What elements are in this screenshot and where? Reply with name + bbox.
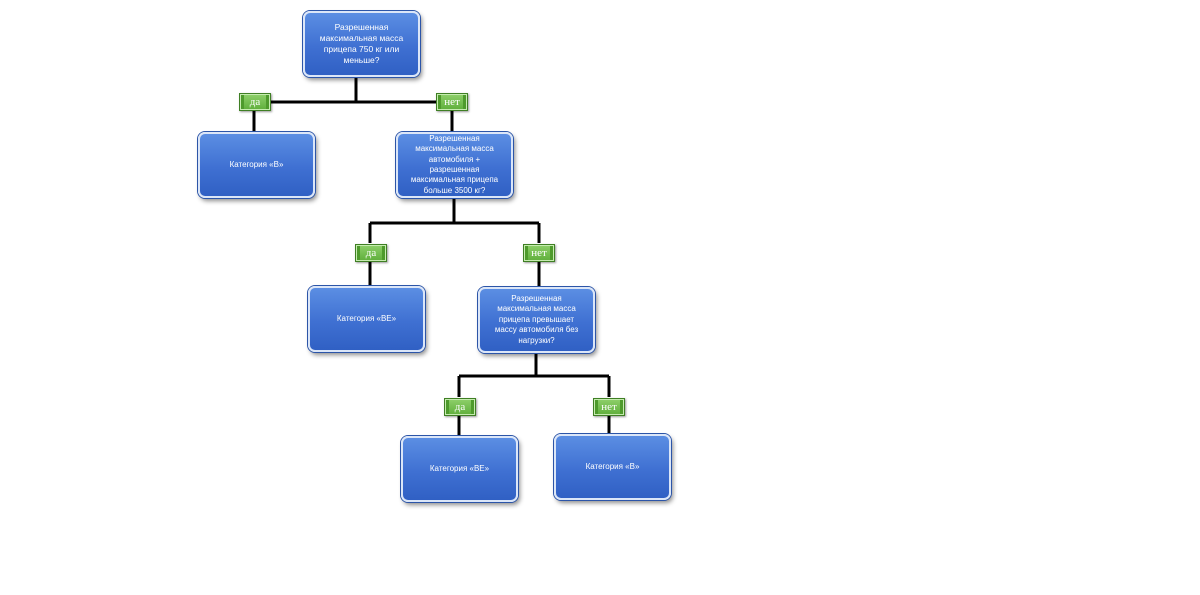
question-combined-mass: Разрешенная максимальная масса автомобил… (396, 132, 513, 198)
edge-label-yes-2: да (355, 244, 387, 262)
result-category-b-1: Категория «B» (198, 132, 315, 198)
edge-label-no-2-text: нет (531, 247, 547, 259)
result-category-b-1-text: Категория «B» (229, 159, 284, 169)
edge-label-no-3: нет (593, 398, 625, 416)
edge-label-no-2: нет (523, 244, 555, 262)
edge-label-yes-1: да (239, 93, 271, 111)
edge-label-no-1-text: нет (444, 96, 460, 108)
result-category-b-2: Категория «B» (554, 434, 671, 500)
result-category-be-2: Категория «BE» (401, 436, 518, 502)
edge-label-no-1: нет (436, 93, 468, 111)
question-trailer-mass-text: Разрешенная максимальная масса прицепа 7… (319, 21, 404, 66)
edge-label-yes-3-text: да (454, 401, 466, 413)
result-category-b-2-text: Категория «B» (585, 461, 640, 471)
question-trailer-exceeds-car: Разрешенная максимальная масса прицепа п… (478, 287, 595, 353)
question-trailer-exceeds-car-text: Разрешенная максимальная масса прицепа п… (494, 294, 579, 345)
question-trailer-mass: Разрешенная максимальная масса прицепа 7… (303, 11, 420, 77)
edge-label-yes-2-text: да (365, 247, 377, 259)
question-combined-mass-text: Разрешенная максимальная масса автомобил… (410, 133, 499, 195)
edge-label-yes-1-text: да (249, 96, 261, 108)
result-category-be-1: Категория «BE» (308, 286, 425, 352)
edge-label-yes-3: да (444, 398, 476, 416)
result-category-be-2-text: Категория «BE» (429, 463, 490, 473)
edge-label-no-3-text: нет (601, 401, 617, 413)
result-category-be-1-text: Категория «BE» (336, 313, 397, 323)
